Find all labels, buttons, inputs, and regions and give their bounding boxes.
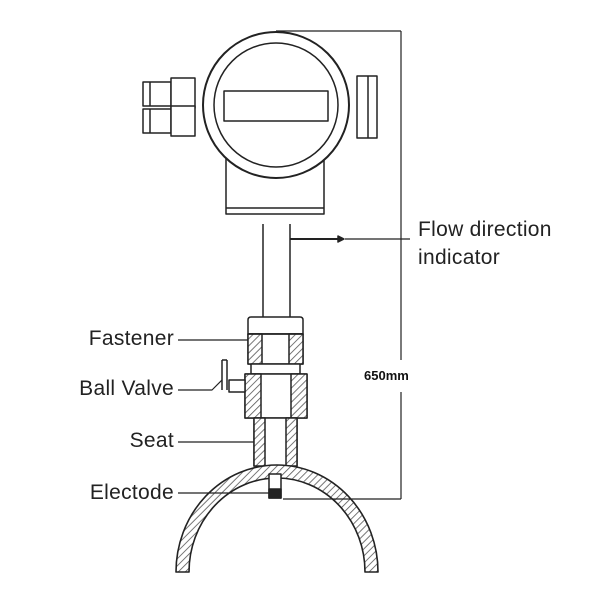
dimension-line bbox=[276, 30, 402, 500]
seat-label: Seat bbox=[129, 429, 174, 452]
flow-direction-arrow bbox=[290, 235, 345, 243]
electrode-part bbox=[268, 473, 282, 499]
ball-valve-label: Ball Valve bbox=[79, 377, 174, 400]
leader-lines bbox=[178, 238, 410, 494]
electrode-label: Electode bbox=[89, 481, 174, 504]
left-cable-gland bbox=[142, 77, 196, 137]
transmitter-housing bbox=[202, 31, 350, 179]
insertion-rod bbox=[262, 224, 291, 318]
fastener-part bbox=[247, 316, 304, 365]
dimension-label: 650mm bbox=[364, 368, 409, 383]
ball-valve-part bbox=[221, 359, 308, 419]
fastener-label: Fastener bbox=[88, 327, 174, 350]
right-cable-gland bbox=[356, 75, 378, 139]
flow-direction-label-line2: indicator bbox=[418, 246, 501, 269]
seat-part bbox=[253, 417, 298, 467]
flow-direction-label-line1: Flow direction bbox=[418, 218, 552, 241]
